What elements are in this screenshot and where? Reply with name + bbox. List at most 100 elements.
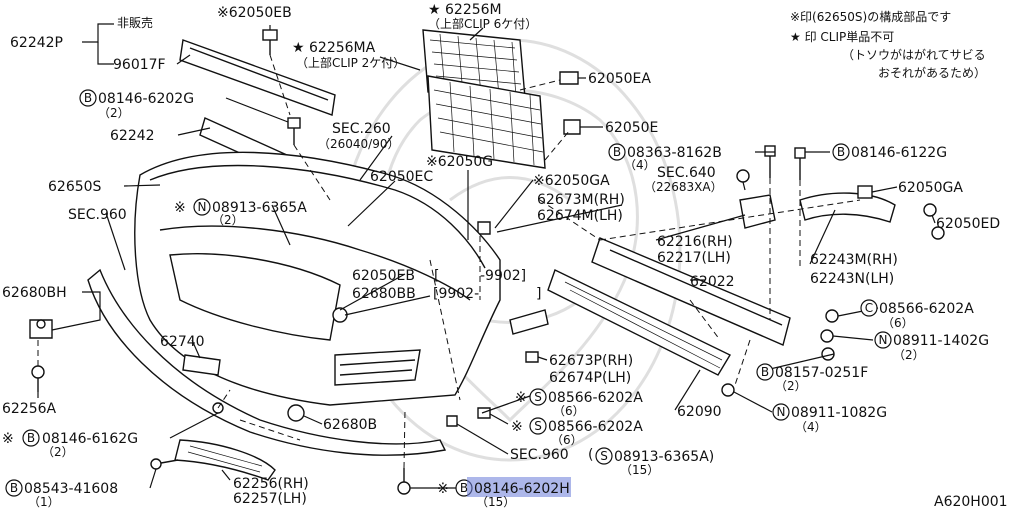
symbol-c-08566-6202a: C [860,299,878,317]
highlight-08146-6202h [467,477,571,497]
svg-text:B: B [613,145,621,159]
label-62680b: 62680B [323,417,377,433]
leader-lines [37,23,936,489]
label-08157: 08157-0251F [775,365,868,381]
label-08913-6365a-qty: （2） [212,213,244,227]
svg-text:B: B [27,431,35,445]
svg-text:B: B [10,481,18,495]
symbol-b-08146-6202g: B [79,89,97,107]
label-62050g: ※62050G [426,154,493,170]
svg-text:B: B [84,91,92,105]
label-ast-08566-a: ※ [515,390,527,406]
labels: 62242P 非販売 96017F ※62050EB ★ 62256MA （上部… [2,2,1008,510]
label-62050eb-top: ※62050EB [217,5,292,21]
nut-08911-1402g [820,329,834,343]
bolt-08363 [764,145,776,178]
symbol-b-08146-6162g: B [22,429,40,447]
label-62050ga-right: 62050GA [898,180,963,196]
label-08913-6365a: 08913-6365A [212,200,307,216]
label-08157-qty: （2） [775,379,807,393]
clip-62050ea [559,71,579,85]
label-62242: 62242 [110,128,155,144]
label-08566-6202a-qty: （6） [882,316,914,330]
bumper-fascia-62650s [134,151,501,406]
bolt-08146-6202h [397,468,411,495]
label-sec640-sub: （22683XA） [644,180,723,194]
bolt-08146-6202g [287,117,301,145]
legend-line-3: （トソウがはがれてサビる [842,47,986,62]
label-08911-1082g-qty: （4） [795,420,827,434]
clip-08566-a [525,351,539,363]
label-62050ea: 62050EA [588,71,651,87]
legend-line-4: おそれがあるため） [878,65,986,80]
clip-62680bb [332,307,348,323]
label-ast-08913: ※ [174,200,186,216]
nut-08566-c [825,309,839,323]
label-08146-6202h-qty: （15） [476,495,515,509]
bracket-62740 [182,354,221,376]
label-62674p: 62674P(LH) [549,370,631,386]
label-ast-08566-b: ※ [511,419,523,435]
label-62022: 62022 [690,274,735,290]
fog-grille-62256 [174,439,276,481]
side-bracket-62243m [799,192,896,223]
label-62674m: 62674M(LH) [537,208,623,224]
label-62256m-note: （上部CLIP 6ケ付） [428,16,537,31]
label-sec960-left: SEC.960 [68,207,127,223]
symbol-s-08566-a: S [529,388,547,406]
label-62256a: 62256A [2,401,57,417]
reinforcement-bar-62242 [179,39,336,116]
bracket-62673p [509,309,549,335]
label-62050ga-mid: ※62050GA [533,173,610,189]
label-08566-b-qty: （6） [551,433,583,447]
clip-62050e [563,119,581,135]
clip-08566-b [477,407,491,419]
label-paren-open: ( [588,447,593,463]
symbol-b-08363: B [608,143,626,161]
clip-62050ga-right [857,185,873,199]
label-bracket-close: ] [536,286,541,302]
clip-62050ed [923,203,945,240]
svg-text:B: B [761,365,769,379]
label-62673p: 62673P(RH) [549,353,633,369]
label-hihanbai: 非販売 [117,15,153,30]
legend: ※印(62650S)の構成部品です ★ 印 CLIP単品不可 （トソウがはがれて… [790,9,986,80]
clip-62256a [31,365,45,392]
label-08146-6162g-qty: （2） [42,445,74,459]
symbol-n-08913-6365a: N [193,198,211,216]
svg-text:N: N [198,200,207,214]
symbol-s-08913-6365a: S [595,447,613,465]
absorber-62090 [547,269,731,376]
label-08363: 08363-8162B [627,145,722,161]
label-08363-qty: （4） [624,158,656,172]
under-lip-sec960 [87,268,447,456]
label-sec260-sub: （26040/90） [318,137,400,151]
label-08543: 08543-41608 [24,481,118,497]
diagram-id: A620H001 [934,494,1008,510]
label-08543-qty: （1） [28,495,60,509]
label-08911-1402g-qty: （2） [893,348,925,362]
svg-text:N: N [879,333,888,347]
label-sec260: SEC.260 [332,121,391,137]
label-08566-a: 08566-6202A [548,390,643,406]
label-08146-6202h: 08146-6202H [474,481,570,497]
label-62256: 62256(RH) [233,476,309,492]
label-62242p: 62242P [10,35,63,51]
svg-text:N: N [777,405,786,419]
legend-line-2: ★ 印 CLIP単品不可 [790,30,894,44]
clip-08913 [446,415,458,427]
screw-08543 [150,458,179,470]
label-62216: 62216(RH) [657,234,733,250]
label-62217: 62217(LH) [657,250,731,266]
label-96017f: 96017F [113,57,166,73]
reinforcement-62022 [591,237,791,346]
label-62650s: 62650S [48,179,102,195]
label-08913-6365a-bottom: 08913-6365A) [614,449,714,465]
label-bracket-open: [ [434,268,439,284]
label-08146-6162g: 08146-6162G [42,431,138,447]
label-62050ec: 62050EC [370,169,433,185]
label-62050eb-mid: 62050EB [352,268,415,284]
label-sec960-bottom: SEC.960 [510,447,569,463]
label-08146-6122g: 08146-6122G [851,145,947,161]
